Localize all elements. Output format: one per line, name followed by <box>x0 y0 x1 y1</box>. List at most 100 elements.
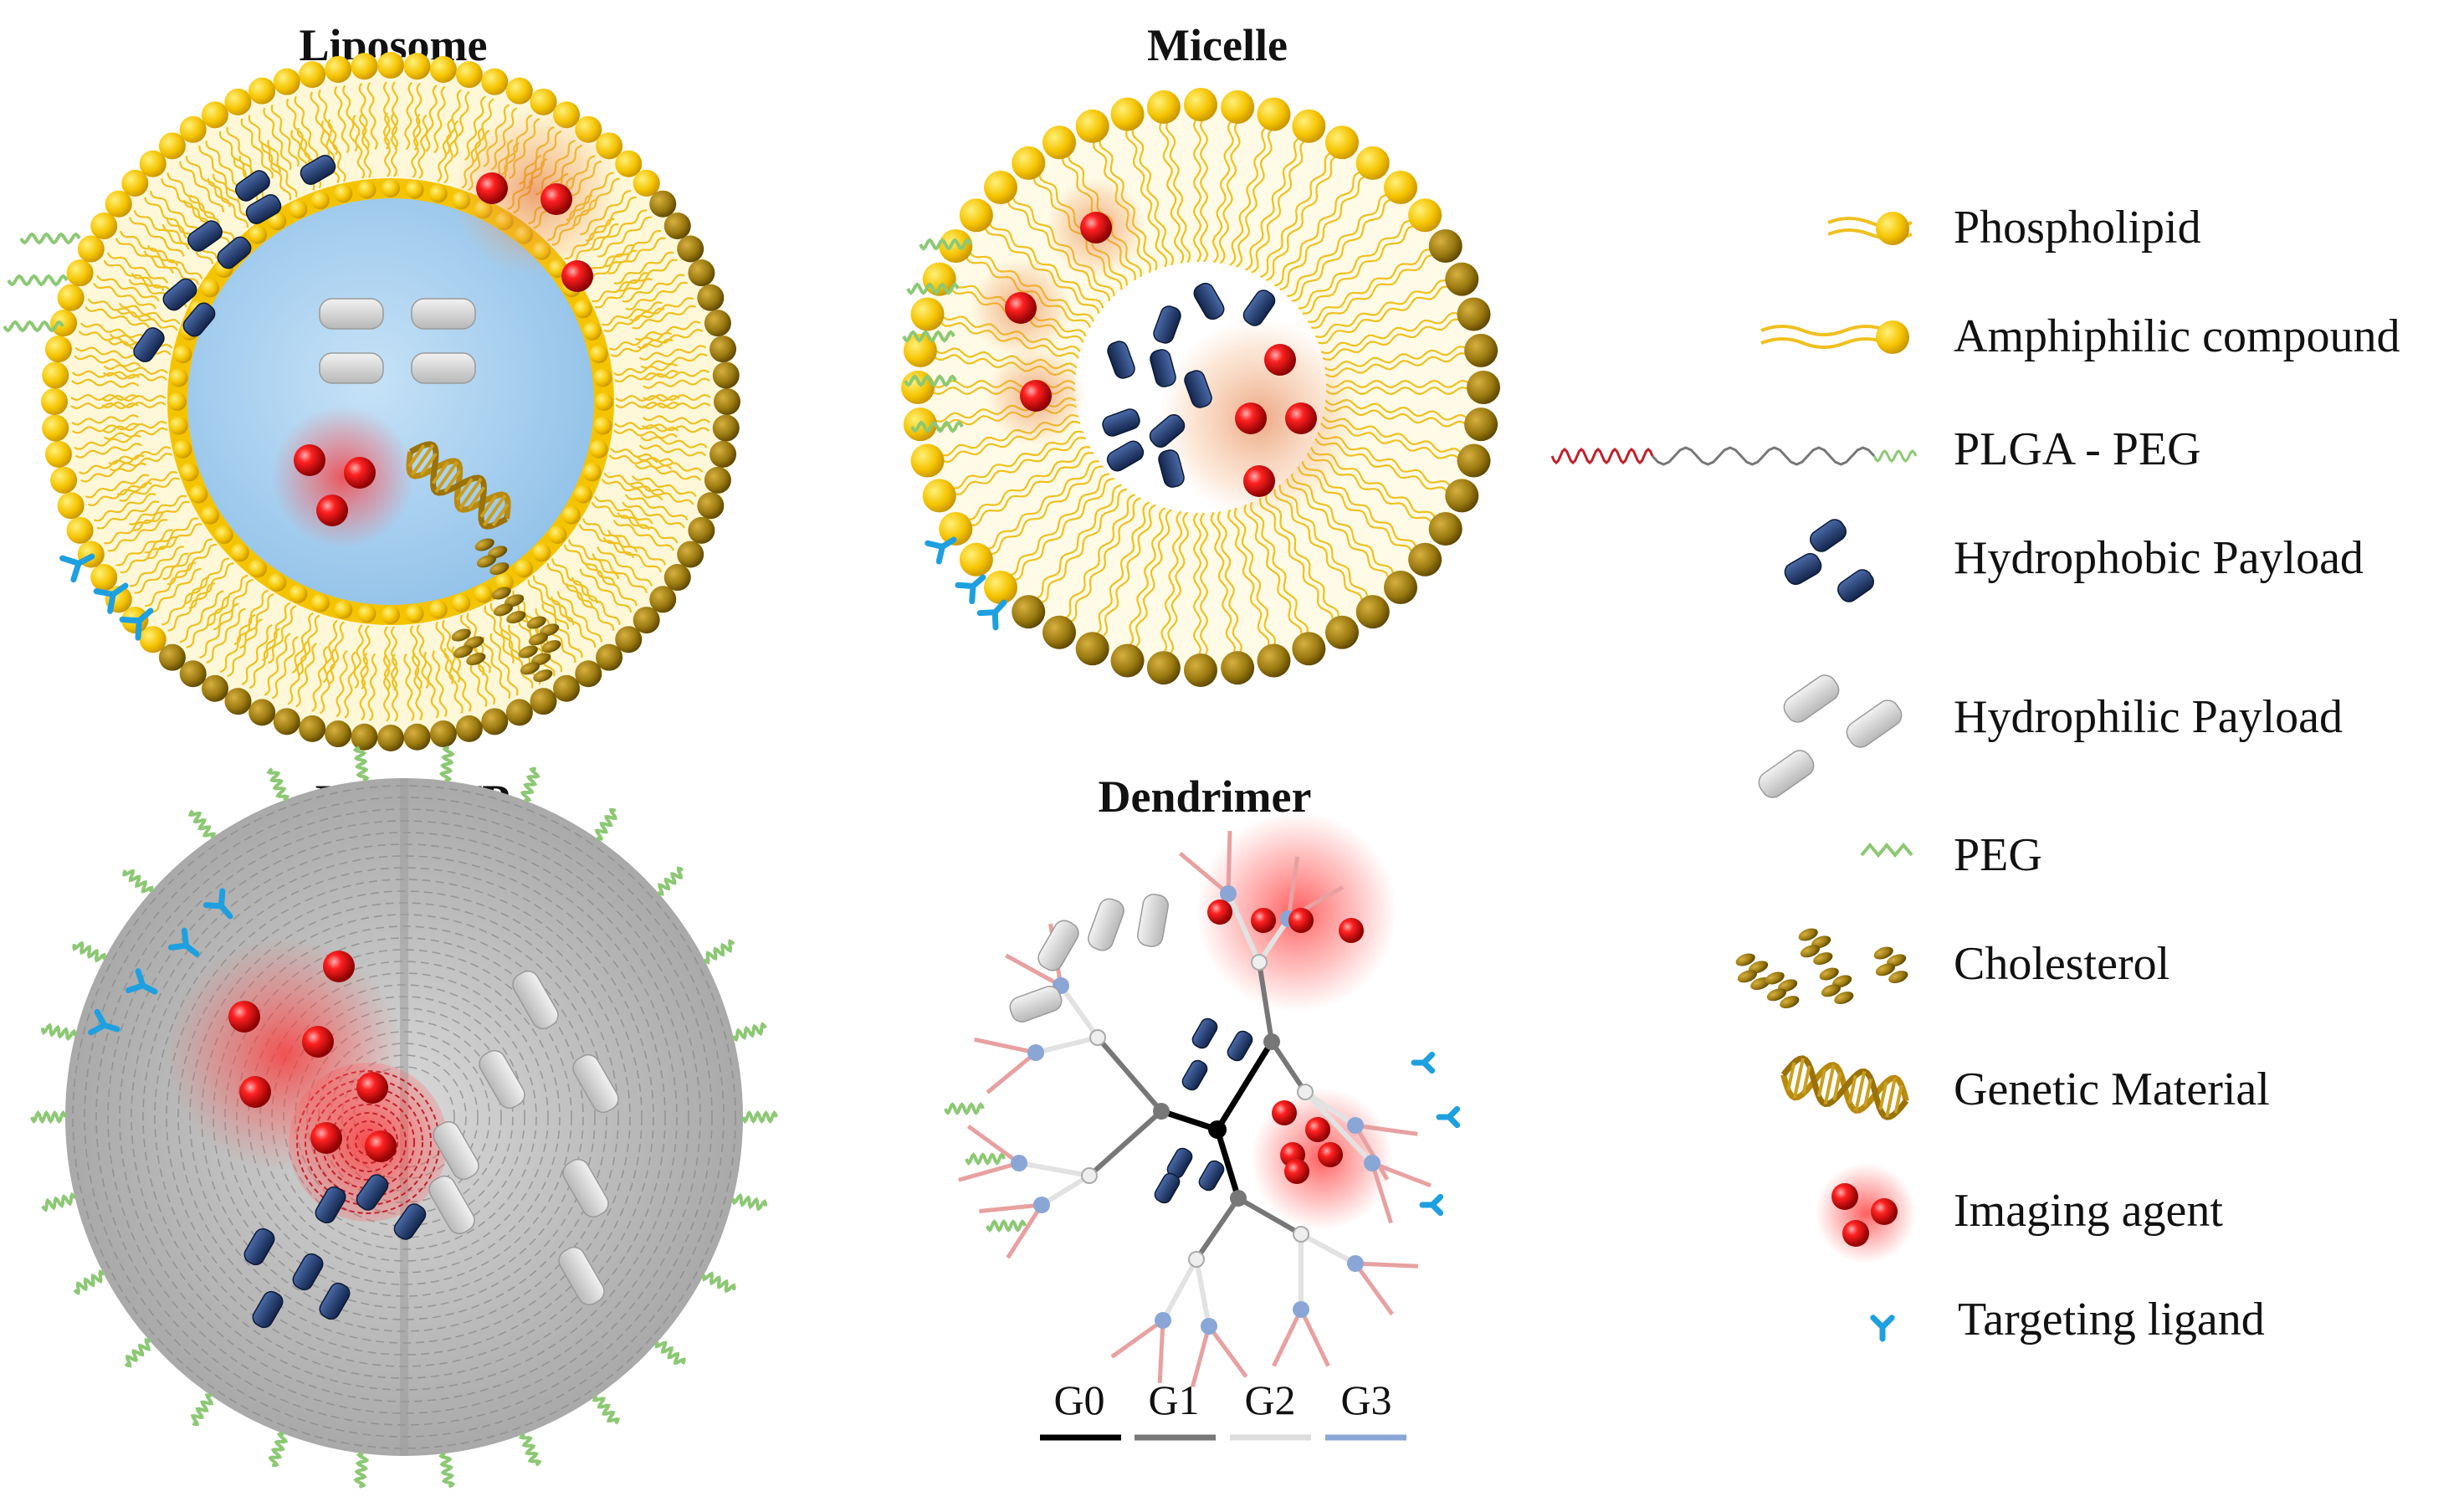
imaging-agent <box>356 1072 388 1104</box>
phospholipid-head <box>310 593 330 612</box>
phospholipid-head <box>593 368 612 387</box>
phospholipid-head <box>633 607 660 634</box>
dendrimer-node <box>1347 1255 1364 1272</box>
amphiphilic-head <box>1355 595 1390 629</box>
hydrophobic-payload <box>1191 1017 1218 1049</box>
phospholipid-head <box>428 184 448 203</box>
legend-item-cholesterol: Cholesterol <box>1735 928 2169 1009</box>
peg-chain <box>190 1393 214 1427</box>
imaging-agent <box>1020 380 1052 412</box>
amphiphilic-head <box>1146 651 1181 685</box>
peg-chain <box>40 1023 77 1042</box>
amphiphilic-head <box>1184 88 1217 121</box>
dendrimer-node <box>1033 1197 1050 1213</box>
hydrophilic-payload <box>512 970 559 1030</box>
hydrophilic-payload <box>1137 894 1169 947</box>
dendrimer-branch-g2 <box>1018 1161 1090 1178</box>
phospholipid-head <box>663 564 691 592</box>
peg-chain <box>122 869 154 894</box>
legend-label-genetic-material: Genetic Material <box>1954 1064 2270 1115</box>
dendrimer-node <box>1263 1033 1280 1050</box>
phospholipid-head <box>712 361 740 389</box>
hydrophobic-payload <box>1184 370 1212 408</box>
hydrophilic-payload <box>1758 750 1815 798</box>
phospholipid-head <box>452 593 471 612</box>
dendrimer-branch-g2 <box>1299 1232 1357 1266</box>
dendrimer-node <box>1251 954 1268 971</box>
peg-chain <box>919 238 972 251</box>
phospholipid-head <box>582 463 602 482</box>
legend-label-phospholipid: Phospholipid <box>1954 202 2201 254</box>
amphiphilic-head <box>1325 126 1359 160</box>
phospholipid-head <box>189 484 208 504</box>
legend-item-imaging-agent: Imaging agent <box>1816 1163 2223 1263</box>
plga-peg-icon <box>1550 446 1918 466</box>
legend-item-peg: PEG <box>1860 829 2042 881</box>
imaging-agent <box>1284 1159 1309 1184</box>
imaging-glow <box>272 406 414 548</box>
amphiphilic-head <box>901 371 935 404</box>
dendrimer-branch-g3 <box>1355 1261 1419 1269</box>
dendrimer-node <box>1297 1084 1314 1100</box>
phospholipid-head <box>351 723 378 751</box>
peg-chain <box>944 1102 985 1115</box>
dendrimer-branch-g3 <box>1157 1320 1165 1384</box>
hydrophilic-payload <box>433 1120 479 1181</box>
peg-icon <box>1860 842 1913 859</box>
phospholipid-head <box>214 525 233 544</box>
peg-chain <box>353 1452 370 1489</box>
phospholipid-head <box>273 68 300 95</box>
hydrophilic-payload <box>572 1053 619 1114</box>
amphiphilic-head <box>1428 229 1463 263</box>
peg-chain <box>266 767 290 802</box>
legend-item-plga-peg: PLGA - PEG <box>1550 423 2201 475</box>
phospholipid-head <box>50 466 78 494</box>
amphiphilic-head <box>1445 479 1479 513</box>
phospholipid-head <box>121 169 149 197</box>
hydrophobic-payload <box>252 1290 284 1329</box>
phospholipid-head <box>325 720 352 748</box>
dendrimer-branch-g3 <box>966 1124 1021 1166</box>
legend-label-peg: PEG <box>1954 829 2042 881</box>
dendrimer-branch-g3 <box>958 1161 1020 1182</box>
phospholipid-head <box>494 572 514 592</box>
imaging-agent <box>1080 212 1112 243</box>
phospholipid-head <box>633 169 660 197</box>
phospholipid-head <box>377 725 404 751</box>
cholesterol <box>1735 953 1770 991</box>
phospholipid-head <box>325 55 352 83</box>
generation-label-g2: G2 <box>1244 1376 1295 1423</box>
peg-chain <box>902 330 955 343</box>
imaging-agent <box>1005 292 1037 324</box>
dendrimer-branch-g1 <box>1194 1197 1241 1261</box>
dendrimer-node <box>1230 1190 1247 1207</box>
peg-chain <box>520 766 540 802</box>
hydrophobic-payload <box>1193 282 1225 320</box>
phospholipid-head <box>90 564 118 592</box>
amphiphilic-head <box>1355 146 1390 180</box>
imaging-agent-icon <box>1816 1163 1916 1263</box>
amphiphilic-head <box>910 297 945 331</box>
peg-chain <box>41 1192 77 1212</box>
amphiphilic-head <box>1457 297 1491 331</box>
phospholipid-head <box>688 259 715 287</box>
phospholipid-head <box>575 660 602 688</box>
amphiphilic-head <box>1075 632 1109 666</box>
peg-chain <box>741 1110 778 1125</box>
dendrimer-branch-g3 <box>986 1051 1037 1094</box>
phospholipid-head <box>712 414 740 442</box>
hydrophobic-payload <box>292 1253 324 1291</box>
hydrophobic-payload <box>217 236 252 269</box>
phospholipid-head <box>248 225 268 244</box>
targeting-ligand <box>59 553 95 583</box>
imaging-glow <box>452 109 619 276</box>
phospholipid-head <box>573 300 592 319</box>
amphiphilic-head <box>1408 198 1442 233</box>
hydrophilic-payload <box>319 352 384 384</box>
dendrimer-branch-g3 <box>979 1202 1042 1214</box>
peg-chain <box>703 939 735 965</box>
hydrophobic-payload <box>1158 449 1185 488</box>
phospholipid-head <box>158 643 186 671</box>
hydrophobic-payload <box>187 220 223 252</box>
dendrimer-branch-g0 <box>1160 1108 1219 1133</box>
